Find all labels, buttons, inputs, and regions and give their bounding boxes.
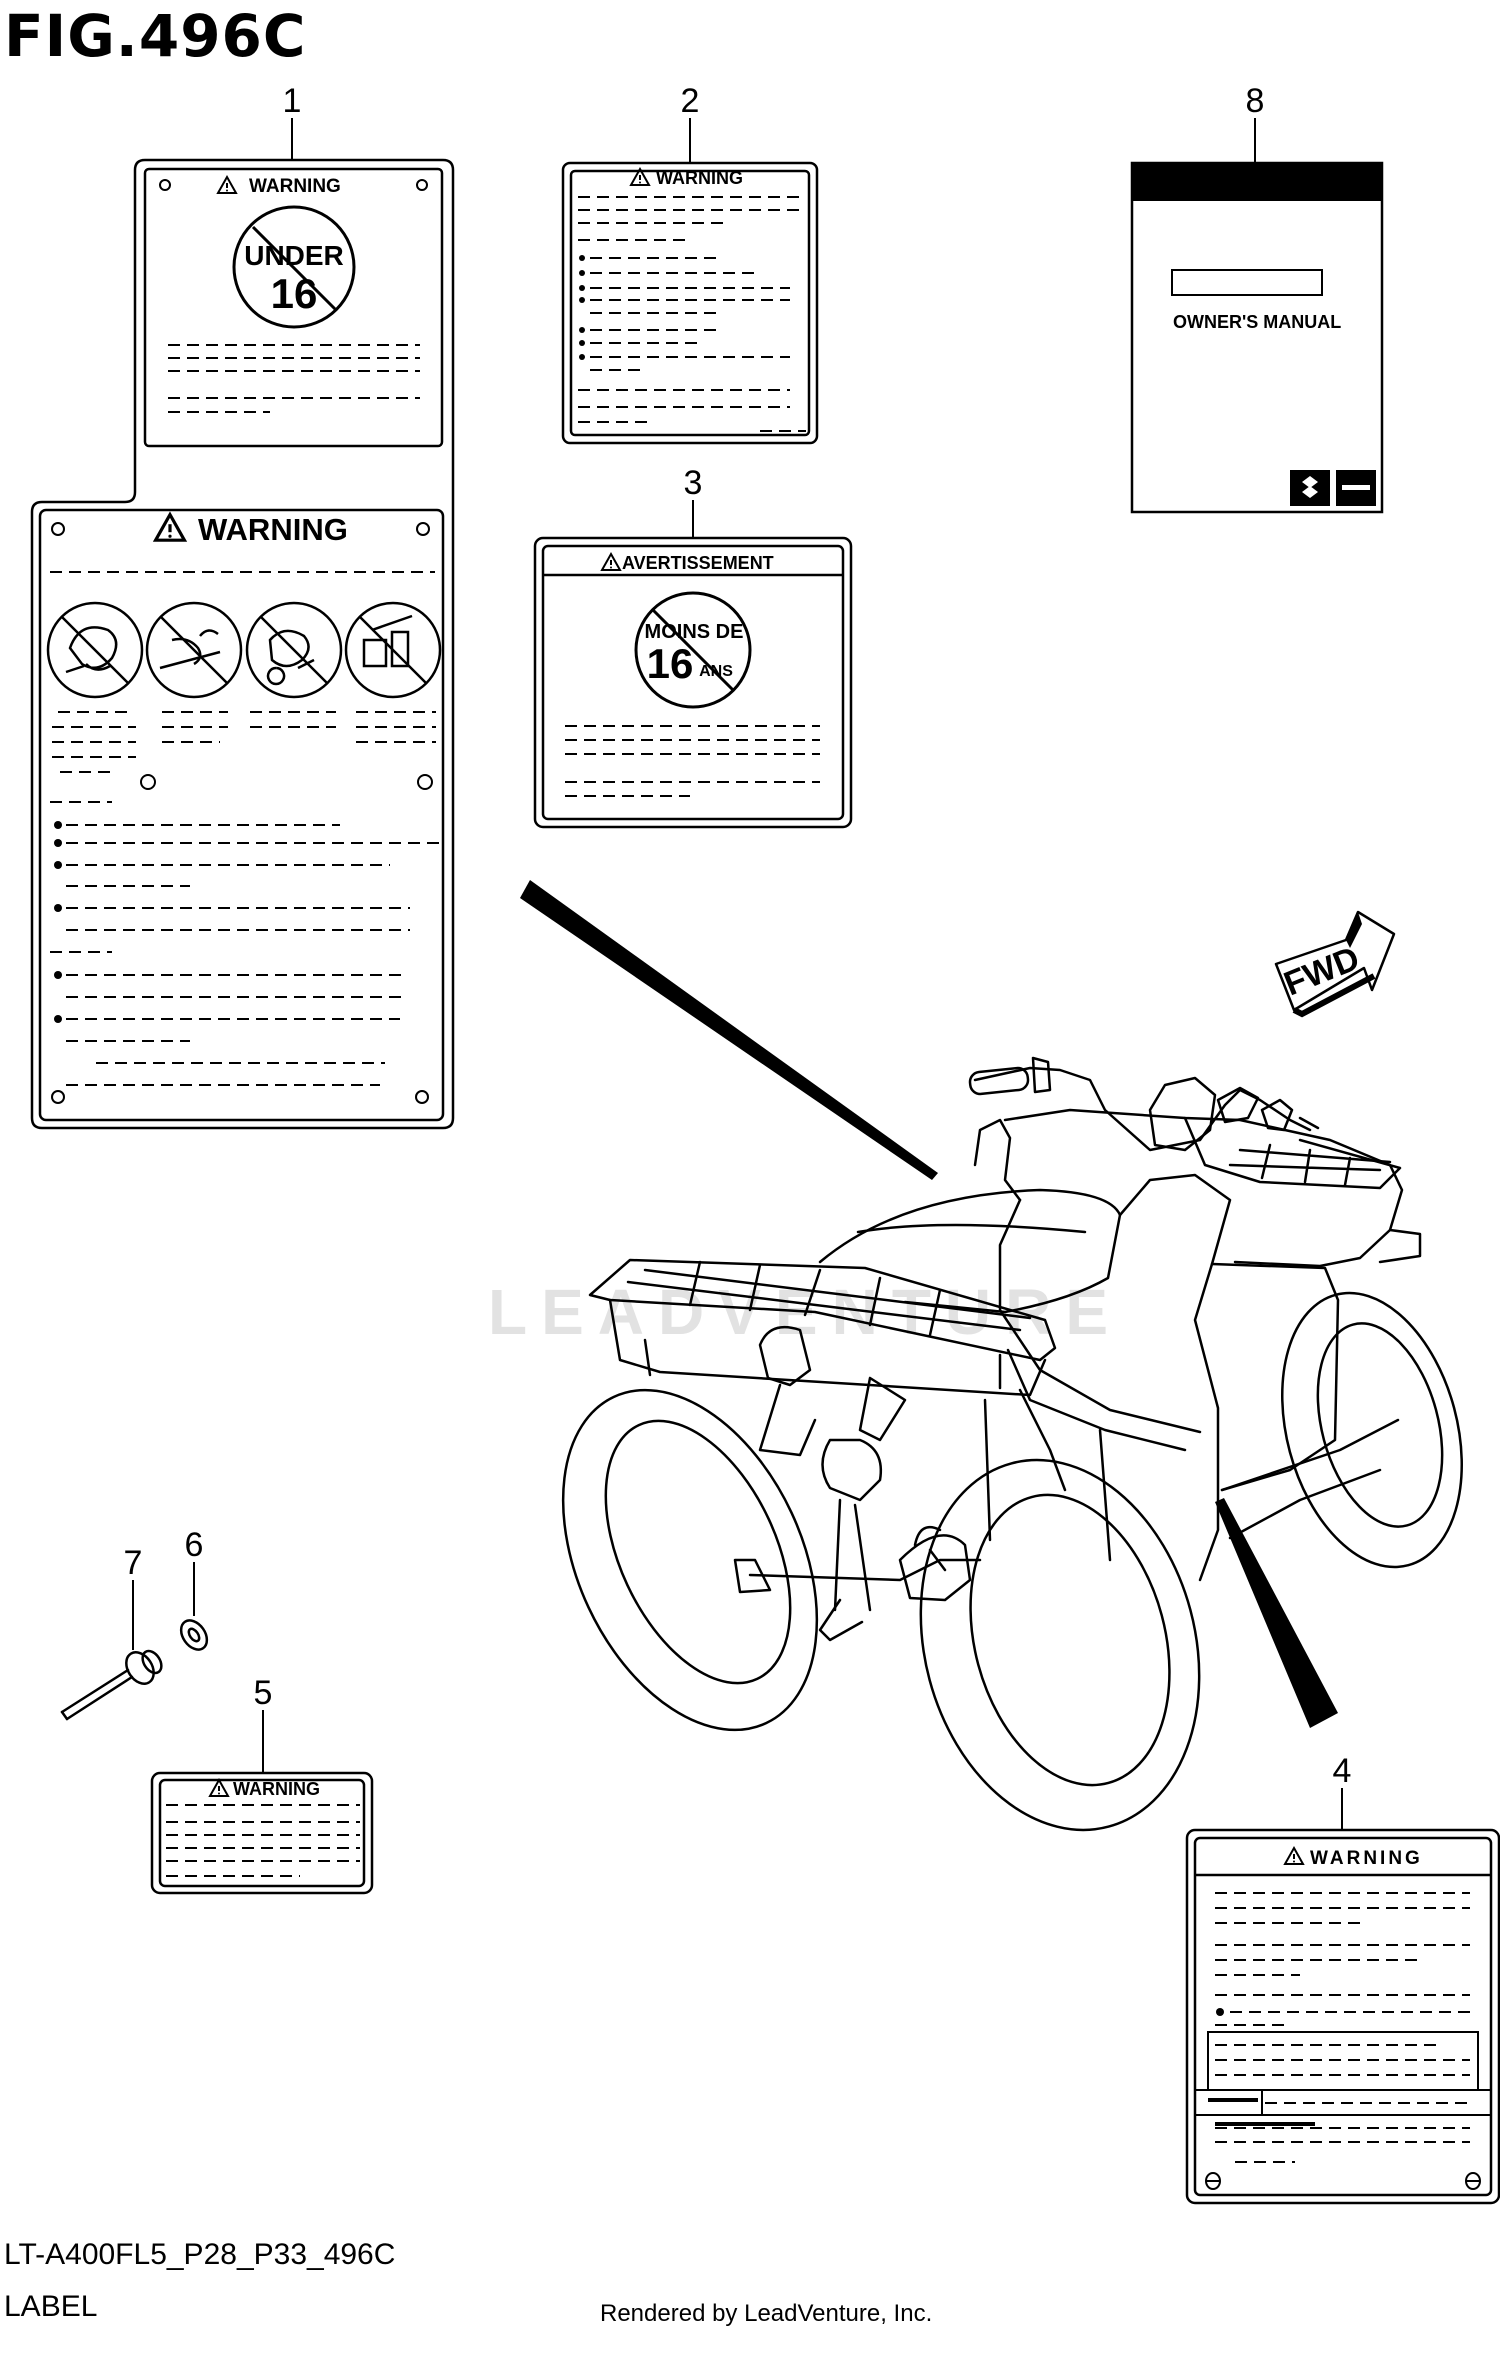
label-1-bullets: [54, 821, 62, 1023]
callout-8: 8: [1246, 82, 1265, 120]
label-2-warning: WARNING: [656, 168, 743, 188]
part-7-rivet: [60, 1649, 163, 1721]
callout-2: 2: [681, 82, 700, 120]
warning-triangle-icon: [154, 512, 186, 542]
label-4-code-mark: [1208, 2098, 1258, 2102]
age-16-number-fr: 16: [647, 640, 694, 687]
callout-leaders: [132, 118, 1343, 1830]
label-5-warning: WARNING: [233, 1779, 320, 1799]
callout-5: 5: [254, 1674, 273, 1712]
label-2-text-lines: [578, 196, 806, 432]
under-16-text: UNDER: [244, 240, 344, 271]
label-4-code-mark: [1215, 2122, 1315, 2126]
label-2-bullets: [579, 255, 585, 360]
label-4-bullet: [1216, 2008, 1224, 2016]
label-1-warning-small: WARNING: [249, 176, 341, 197]
atv-illustration: [561, 1056, 1463, 1832]
callout-4: 4: [1333, 1752, 1352, 1790]
warning-triangle-icon: [209, 1779, 229, 1797]
label-4-warning: WARNING: [1310, 1848, 1423, 1869]
ans-text: ANS: [699, 663, 733, 680]
label-4: [1185, 1828, 1500, 2205]
leader-wedge-upper: [520, 880, 938, 1180]
callout-numbers: 1 2 3 4 5 6 7 8: [124, 82, 1352, 1790]
figure-code: LT-A400FL5_P28_P33_496C: [4, 2238, 396, 2271]
callout-7: 7: [124, 1544, 143, 1582]
warning-triangle-icon: [601, 553, 621, 571]
part-6-washer: [179, 1619, 209, 1651]
label-4-text-lines: [1215, 1892, 1470, 2163]
figure-name: LABEL: [4, 2290, 98, 2323]
fwd-arrow: [1274, 910, 1396, 1018]
figure-title: FIG.496C: [4, 2, 307, 70]
label-1: [30, 158, 455, 1130]
label-3-avertissement: AVERTISSEMENT: [622, 553, 774, 573]
label-3-text-lines: [565, 725, 820, 797]
label-2: [561, 161, 819, 445]
label-1-warning-large: WARNING: [198, 512, 348, 547]
rendered-by-credit: Rendered by LeadVenture, Inc.: [600, 2300, 933, 2327]
callout-3: 3: [684, 464, 703, 502]
label-1-text-lines: [50, 344, 440, 1086]
callout-1: 1: [283, 82, 302, 120]
callout-6: 6: [185, 1526, 204, 1564]
label-5-text-lines: [166, 1804, 360, 1877]
age-16-number: 16: [271, 270, 318, 317]
warning-triangle-icon: [1284, 1847, 1304, 1865]
owners-manual-8: [1130, 161, 1384, 514]
leader-wedge-lower: [1215, 1498, 1338, 1728]
owners-manual-title: OWNER'S MANUAL: [1173, 312, 1341, 332]
moins-de-text: MOINS DE: [645, 621, 744, 643]
label-3: [533, 536, 853, 829]
warning-triangle-icon: [217, 176, 237, 194]
